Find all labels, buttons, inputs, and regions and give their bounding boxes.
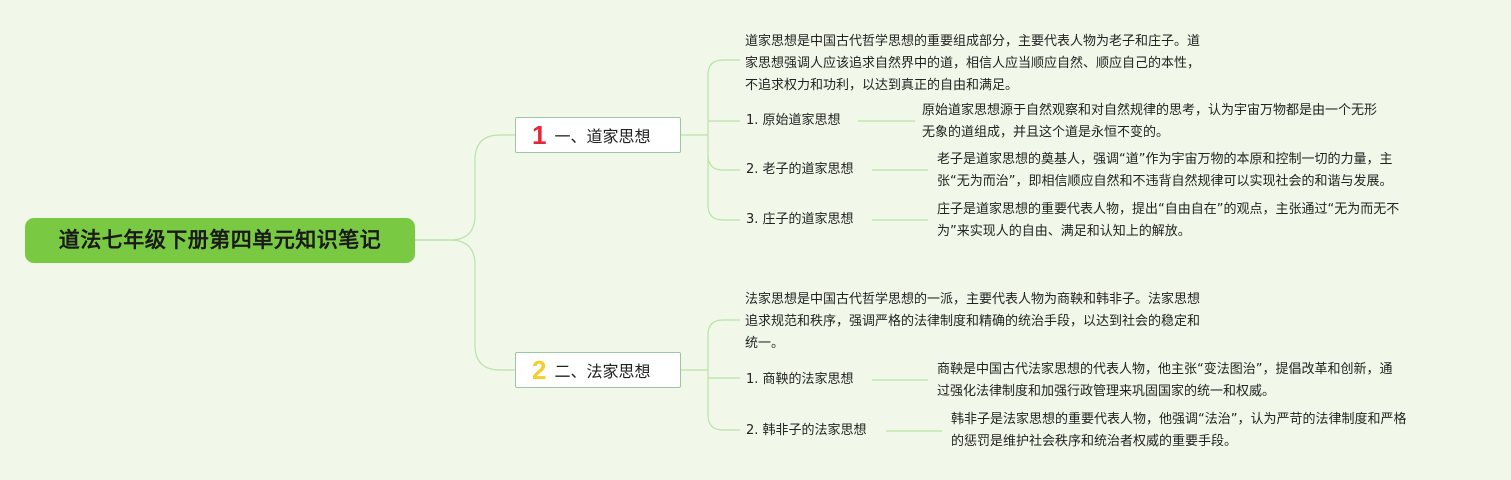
subtopic-label[interactable]: 1. 商鞅的法家思想 bbox=[746, 372, 854, 387]
subtopic-desc[interactable]: 韩非子是法家思想的重要代表人物，他强调“法治”，认为严苛的法律制度和严格 的惩罚… bbox=[951, 412, 1407, 449]
subtopic-desc[interactable]: 原始道家思想源于自然观察和对自然规律的思考，认为宇宙万物都是由一个无形 无象的道… bbox=[922, 103, 1378, 140]
branch-title: 一、道家思想 bbox=[554, 127, 651, 146]
subtopic-label[interactable]: 2. 老子的道家思想 bbox=[746, 162, 854, 177]
root-topic[interactable]: 道法七年级下册第四单元知识笔记 bbox=[25, 218, 415, 263]
subtopic-desc[interactable]: 庄子是道家思想的重要代表人物，提出“自由自在”的观点，主张通过“无为而无不 为”… bbox=[937, 202, 1400, 239]
branch-legalism[interactable]: 2 二、法家思想 bbox=[515, 352, 681, 388]
branch-number-2: 2 bbox=[532, 355, 547, 385]
branch-intro[interactable]: 道家思想是中国古代哲学思想的重要组成部分，主要代表人物为老子和庄子。道 家思想强… bbox=[745, 34, 1201, 93]
branch-daoism[interactable]: 1 一、道家思想 bbox=[515, 117, 681, 153]
branch-title: 二、法家思想 bbox=[554, 362, 651, 381]
subtopic-label[interactable]: 3. 庄子的道家思想 bbox=[746, 212, 854, 227]
subtopic-label[interactable]: 1. 原始道家思想 bbox=[746, 113, 841, 128]
branch-intro[interactable]: 法家思想是中国古代哲学思想的一派，主要代表人物为商鞅和韩非子。法家思想 追求规范… bbox=[745, 292, 1201, 351]
subtopic-desc[interactable]: 商鞅是中国古代法家思想的代表人物，他主张“变法图治”，提倡改革和创新，通 过强化… bbox=[937, 362, 1393, 399]
subtopic-label[interactable]: 2. 韩非子的法家思想 bbox=[746, 423, 867, 438]
branch-number-1: 1 bbox=[532, 120, 547, 150]
subtopic-desc[interactable]: 老子是道家思想的奠基人，强调“道”作为宇宙万物的本原和控制一切的力量，主 张“无… bbox=[937, 152, 1393, 189]
